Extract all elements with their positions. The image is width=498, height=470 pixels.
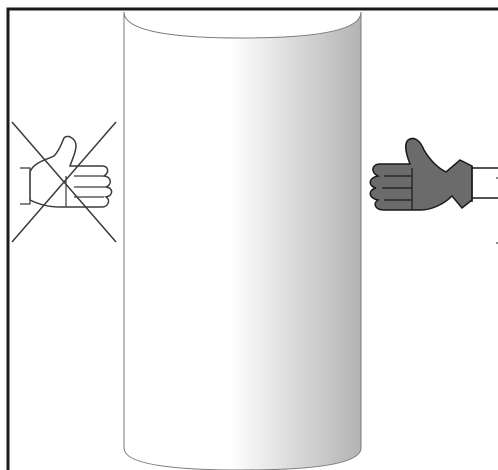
cylinder-body bbox=[123, 11, 362, 470]
gloved-hand-thumbs-up-icon bbox=[369, 137, 498, 211]
gas-cylinder-icon bbox=[123, 11, 362, 470]
bare-hand-cuff bbox=[20, 167, 31, 205]
bare-hand-palm bbox=[29, 135, 113, 208]
bare-hand-finger-lines bbox=[65, 175, 106, 207]
glove-finger-lines bbox=[382, 168, 413, 210]
cross-out-icon bbox=[11, 121, 117, 243]
glove-shape bbox=[369, 137, 473, 211]
frame-border bbox=[6, 7, 498, 470]
sleeve bbox=[471, 166, 498, 202]
bare-hand-thumbs-up-icon bbox=[20, 135, 113, 208]
